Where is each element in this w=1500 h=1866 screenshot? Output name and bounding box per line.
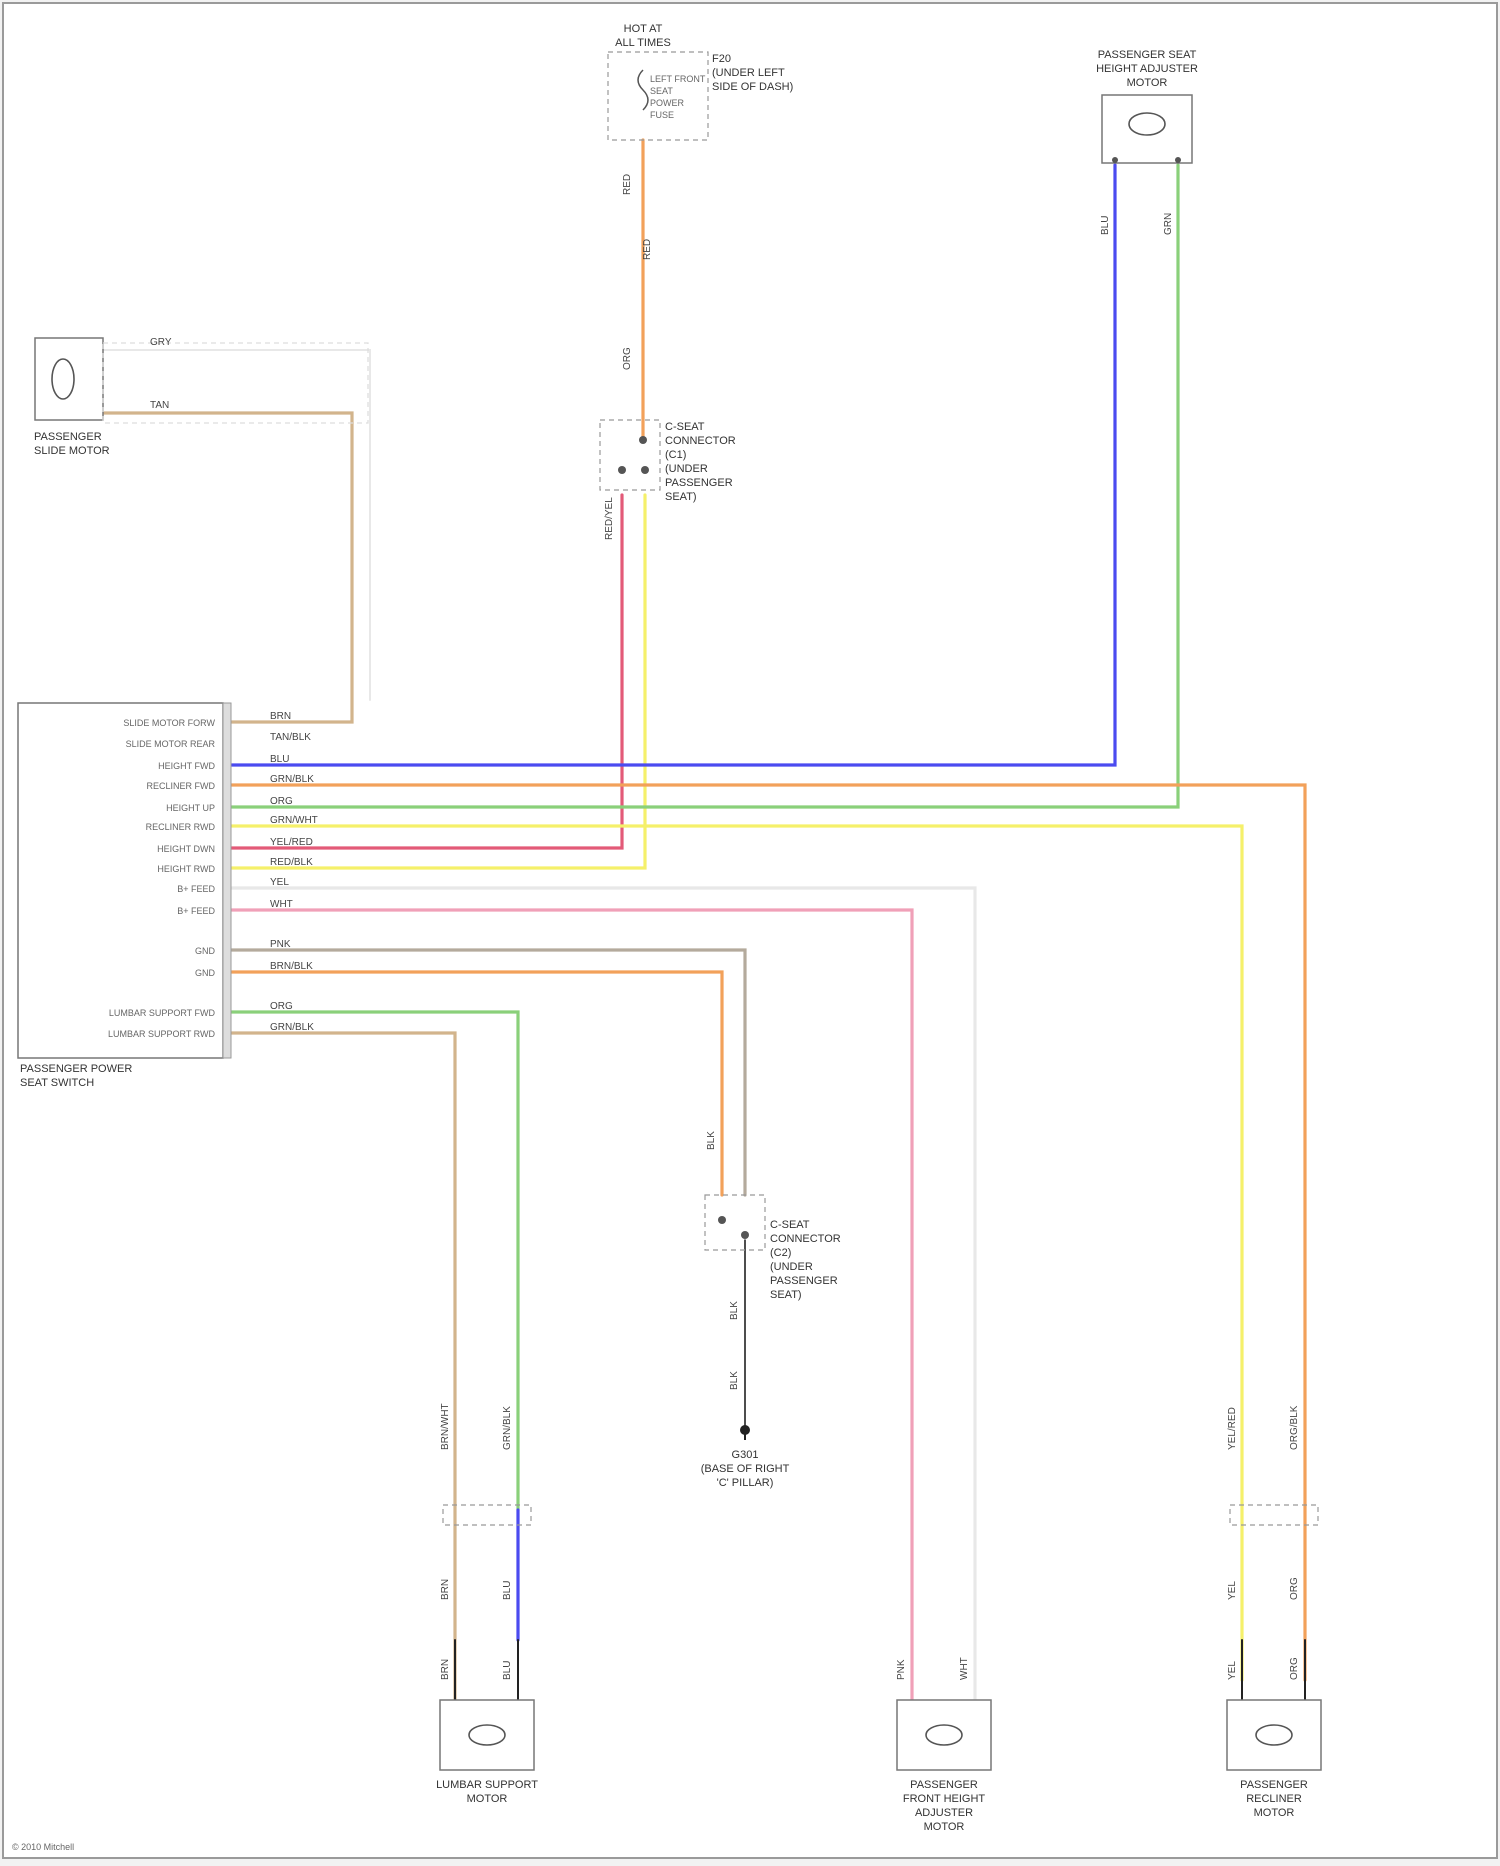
wire-code-low-l-3: BRN	[440, 1659, 451, 1680]
switch-wire-code: TAN/BLK	[270, 732, 311, 743]
wire-code-mid-r: WHT	[959, 1657, 970, 1680]
fuse-desc-1: LEFT FRONT	[650, 74, 706, 84]
wire-code-low-r-2: BLU	[502, 1581, 513, 1600]
switch-wire-code: BLU	[270, 754, 289, 765]
top-motor-2: HEIGHT ADJUSTER	[1096, 63, 1198, 75]
switch-name-1: PASSENGER POWER	[20, 1063, 132, 1075]
top-height-motor: PASSENGER SEAT HEIGHT ADJUSTER MOTOR	[1096, 49, 1198, 163]
switch-pin-label: SLIDE MOTOR FORW	[123, 718, 215, 728]
ground-3: 'C' PILLAR)	[717, 1477, 774, 1489]
slide-motor-2: SLIDE MOTOR	[34, 445, 110, 457]
switch-wire-code: GRN/BLK	[270, 774, 314, 785]
wire-code-rt-l-2: YEL	[1227, 1581, 1238, 1600]
footer-copyright: © 2010 Mitchell	[12, 1842, 74, 1852]
wire-code-slide-2: TAN	[150, 400, 169, 411]
conn-upper-2: CONNECTOR	[665, 435, 736, 447]
switch-wire-code: RED/BLK	[270, 857, 313, 868]
wire-code-gnd-3: BLK	[729, 1371, 740, 1390]
wire-code-mid-l: PNK	[896, 1659, 907, 1680]
switch-pin-label: GND	[195, 968, 216, 978]
switch-wire-code: BRN/BLK	[270, 961, 313, 972]
wire-code-gnd-1: BLK	[706, 1131, 717, 1150]
fuse-desc-3: POWER	[650, 98, 685, 108]
wire-code-rt-r-1: ORG/BLK	[1289, 1405, 1300, 1450]
front-height-motor-4: MOTOR	[924, 1821, 965, 1833]
wire-code-rt-l-3: YEL	[1227, 1661, 1238, 1680]
recliner-motor-3: MOTOR	[1254, 1807, 1295, 1819]
switch-pin-label: HEIGHT DWN	[157, 844, 215, 854]
fuse-box-title-1: HOT AT	[624, 23, 663, 35]
conn-upper-4: (UNDER	[665, 463, 708, 475]
fuse-box-title-2: ALL TIMES	[615, 37, 671, 49]
switch-pin-label: B+ FEED	[177, 884, 215, 894]
front-height-motor-2: FRONT HEIGHT	[903, 1793, 986, 1805]
wire-code-gnd-2: BLK	[729, 1301, 740, 1320]
wire-code-low-r-3: BLU	[502, 1661, 513, 1680]
switch-wire-code: ORG	[270, 796, 293, 807]
recliner-motor-1: PASSENGER	[1240, 1779, 1308, 1791]
switch-pin-label: RECLINER RWD	[146, 822, 216, 832]
wire-code-top-left: BLU	[1100, 216, 1111, 235]
wire-code-low-l-1: BRN/WHT	[440, 1403, 451, 1450]
conn-lower-2: CONNECTOR	[770, 1233, 841, 1245]
switch-pin-label: HEIGHT RWD	[157, 864, 215, 874]
wire-code-rt-r-3: ORG	[1289, 1657, 1300, 1680]
wire-code-conn-out: RED/YEL	[604, 497, 615, 540]
conn-lower-6: SEAT)	[770, 1289, 802, 1301]
switch-wire-code: WHT	[270, 899, 293, 910]
switch-wire-code: YEL	[270, 877, 289, 888]
wire-code-low-l-2: BRN	[440, 1579, 451, 1600]
wire-code-rt-l-1: YEL/RED	[1227, 1407, 1238, 1450]
switch-wire-code: PNK	[270, 939, 291, 950]
fuse-ref-1: F20	[712, 53, 731, 65]
switch-pin-label: HEIGHT FWD	[158, 761, 215, 771]
conn-lower-3: (C2)	[770, 1247, 791, 1259]
switch-pin-label: HEIGHT UP	[166, 803, 215, 813]
slide-motor-1: PASSENGER	[34, 431, 102, 443]
wire-code-top-right: GRN	[1163, 213, 1174, 235]
wire-code-slide-1: GRY	[150, 337, 172, 348]
conn-lower-1: C-SEAT	[770, 1219, 810, 1231]
ground-2: (BASE OF RIGHT	[701, 1463, 790, 1475]
front-height-motor-1: PASSENGER	[910, 1779, 978, 1791]
conn-lower-5: PASSENGER	[770, 1275, 838, 1287]
top-motor-3: MOTOR	[1127, 77, 1168, 89]
switch-pin-label: LUMBAR SUPPORT RWD	[108, 1029, 216, 1039]
front-height-motor-3: ADJUSTER	[915, 1807, 973, 1819]
switch-wire-code: BRN	[270, 711, 291, 722]
ground-1: G301	[732, 1449, 759, 1461]
switch-pin-label: B+ FEED	[177, 906, 215, 916]
switch-wire-code: GRN/WHT	[270, 815, 318, 826]
switch-name-2: SEAT SWITCH	[20, 1077, 94, 1089]
conn-upper-6: SEAT)	[665, 491, 697, 503]
fuse-desc-4: FUSE	[650, 110, 674, 120]
top-motor-1: PASSENGER SEAT	[1098, 49, 1197, 61]
switch-wire-code: GRN/BLK	[270, 1022, 314, 1033]
lumbar-motor: LUMBAR SUPPORT MOTOR	[436, 1700, 538, 1805]
wire-code-rt-r-2: ORG	[1289, 1577, 1300, 1600]
wire-code-fuse-1: RED	[622, 174, 633, 195]
conn-upper-1: C-SEAT	[665, 421, 705, 433]
recliner-motor-2: RECLINER	[1246, 1793, 1302, 1805]
switch-pin-label: GND	[195, 946, 216, 956]
fuse-desc-2: SEAT	[650, 86, 673, 96]
wire-code-low-r-1: GRN/BLK	[502, 1406, 513, 1450]
wire-code-fuse-2: RED	[642, 239, 653, 260]
conn-upper-3: (C1)	[665, 449, 686, 461]
switch-wire-code: YEL/RED	[270, 837, 313, 848]
switch-pin-label: LUMBAR SUPPORT FWD	[109, 1008, 216, 1018]
wire-code-fuse-3: ORG	[622, 347, 633, 370]
lumbar-motor-2: MOTOR	[467, 1793, 508, 1805]
conn-lower-4: (UNDER	[770, 1261, 813, 1273]
conn-upper-5: PASSENGER	[665, 477, 733, 489]
switch-pin-label: SLIDE MOTOR REAR	[126, 739, 216, 749]
fuse-ref-2: (UNDER LEFT	[712, 67, 785, 79]
switch-pin-label: RECLINER FWD	[146, 781, 215, 791]
lumbar-motor-1: LUMBAR SUPPORT	[436, 1779, 538, 1791]
switch-wire-code: ORG	[270, 1001, 293, 1012]
fuse-ref-3: SIDE OF DASH)	[712, 81, 793, 93]
